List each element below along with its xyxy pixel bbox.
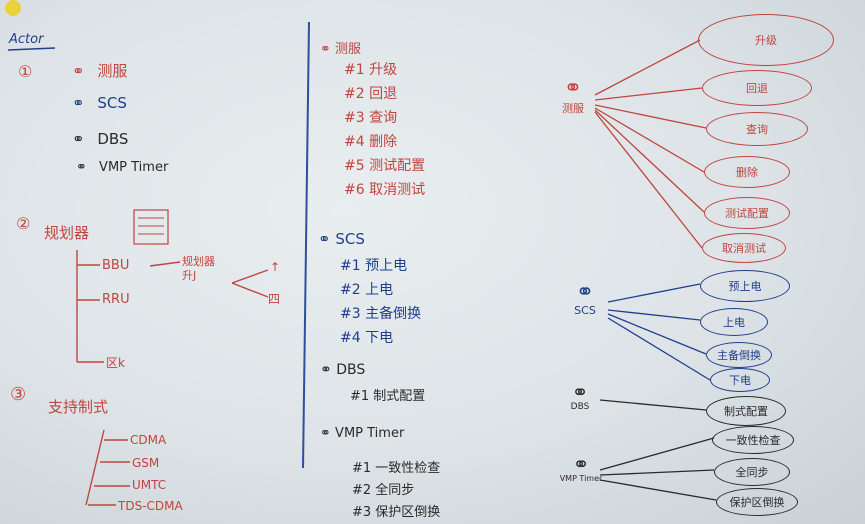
mode-item-tds-cdma: TDS-CDMA — [118, 499, 183, 513]
person-icon: ⚭ — [320, 426, 331, 441]
usecase-item: #6 取消测试 — [344, 182, 426, 198]
usecase-list-vmp-timer: #1 一致性检查 #2 全同步 #3 保护区倒换 — [352, 458, 440, 524]
usecase-item: #2 全同步 — [352, 483, 415, 498]
tree-right-2: 四 — [268, 292, 281, 306]
usecase-item: #4 删除 — [344, 134, 398, 150]
usecase-ellipse: 测试配置 — [704, 197, 790, 229]
diagram-actor-label: SCS — [574, 304, 596, 317]
usecase-list-cefu: #1 升级 #2 回退 #3 查询 #4 删除 #5 测试配置 #6 取消测试 — [344, 58, 425, 202]
person-icon: ⚭ — [318, 230, 331, 248]
usecase-ellipse: 预上电 — [700, 270, 790, 302]
usecase-item: #4 下电 — [340, 330, 394, 346]
mode-item-cdma: CDMA — [130, 433, 167, 447]
group-actor-label: 测服 — [335, 42, 362, 57]
group-actor-scs: ⚭ SCS — [318, 230, 365, 248]
person-icon: ⚭ — [76, 160, 87, 175]
person-icon: ⚭ — [563, 76, 583, 101]
section-2-title: 规划器 — [44, 224, 90, 242]
usecase-ellipse: 下电 — [710, 368, 770, 392]
person-icon: ⚭ — [572, 452, 590, 476]
section-1-number: ① — [18, 62, 33, 81]
actor-heading: Actor — [9, 32, 44, 47]
tree-item-rru: RRU — [102, 292, 130, 307]
usecase-ellipse: 一致性检查 — [712, 426, 794, 454]
usecase-ellipse: 全同步 — [714, 458, 790, 486]
group-actor-label: DBS — [336, 362, 366, 378]
tree-note: 规划器 升J — [182, 255, 215, 282]
group-actor-label: VMP Timer — [335, 426, 405, 441]
section-3-title: 支持制式 — [48, 398, 109, 416]
tree-item-bbu: BBU — [102, 258, 130, 273]
diagram-actor-dbs: ⚭ DBS — [556, 382, 604, 412]
usecase-item: #3 保护区倒换 — [352, 505, 441, 520]
usecase-ellipse: 制式配置 — [706, 396, 786, 426]
person-icon: ⚭ — [575, 280, 595, 305]
usecase-ellipse: 升级 — [698, 14, 834, 66]
diagram-actor-label: VMP Timer — [559, 474, 603, 483]
diagram-actor-vmp-timer: ⚭ VMP Timer — [550, 454, 612, 483]
usecase-ellipse: 删除 — [704, 156, 790, 188]
usecase-ellipse: 查询 — [706, 112, 808, 146]
usecase-item: #3 查询 — [344, 110, 398, 126]
actor-item-vmp-timer: ⚭ VMP Timer — [76, 160, 168, 175]
usecase-list-scs: #1 预上电 #2 上电 #3 主备倒换 #4 下电 — [340, 254, 421, 350]
usecase-ellipse: 回退 — [702, 70, 812, 106]
usecase-item: #2 回退 — [344, 86, 398, 102]
usecase-ellipse: 主备倒换 — [706, 342, 772, 368]
usecase-list-dbs: #1 制式配置 — [350, 386, 425, 408]
group-actor-label: SCS — [335, 230, 365, 248]
person-icon: ⚭ — [320, 362, 332, 378]
actor-label: SCS — [97, 94, 127, 112]
actor-label: DBS — [97, 130, 129, 148]
usecase-item: #1 一致性检查 — [352, 461, 441, 476]
usecase-item: #2 上电 — [340, 282, 394, 298]
person-icon: ⚭ — [320, 42, 331, 57]
person-icon: ⚭ — [72, 62, 85, 80]
tree-item-box: 区k — [106, 356, 125, 370]
actor-item-cefu: ⚭ 测服 — [72, 60, 127, 81]
usecase-ellipse: 上电 — [700, 308, 768, 336]
diagram-actor-label: 测服 — [562, 102, 584, 115]
group-actor-cefu: ⚭ 测服 — [320, 38, 361, 57]
section-3-number: ③ — [10, 384, 27, 405]
usecase-ellipse: 取消测试 — [702, 233, 786, 263]
mode-item-umtc: UMTC — [132, 478, 167, 492]
person-icon: ⚭ — [571, 380, 589, 404]
usecase-item: #1 制式配置 — [350, 389, 426, 404]
mode-item-gsm: GSM — [132, 456, 160, 470]
usecase-item: #3 主备倒换 — [340, 306, 422, 322]
magnet — [5, 0, 21, 16]
actor-item-dbs: ⚭ DBS — [72, 130, 128, 148]
person-icon: ⚭ — [72, 94, 85, 112]
section-2-number: ② — [16, 214, 31, 233]
actor-item-scs: ⚭ SCS — [72, 94, 127, 112]
actor-label: 测服 — [97, 62, 128, 80]
diagram-actor-label: DBS — [570, 402, 590, 412]
usecase-item: #1 预上电 — [340, 258, 408, 274]
usecase-ellipse: 保护区倒换 — [716, 488, 798, 516]
group-actor-dbs: ⚭ DBS — [320, 362, 365, 378]
tree-right-1: ↑ — [270, 260, 281, 274]
usecase-item: #1 升级 — [344, 62, 398, 78]
usecase-item: #5 测试配置 — [344, 158, 426, 174]
diagram-actor-scs: ⚭ SCS — [560, 280, 610, 318]
actor-label: VMP Timer — [99, 160, 169, 175]
diagram-actor-cefu: ⚭ 测服 — [548, 78, 598, 116]
group-actor-vmp-timer: ⚭ VMP Timer — [320, 426, 404, 441]
person-icon: ⚭ — [72, 130, 85, 148]
